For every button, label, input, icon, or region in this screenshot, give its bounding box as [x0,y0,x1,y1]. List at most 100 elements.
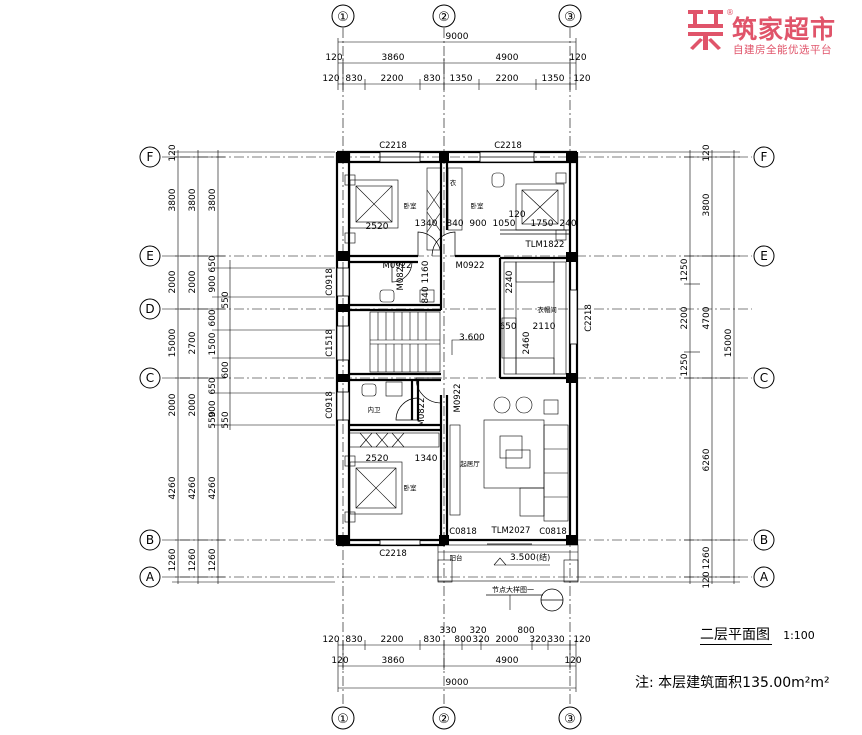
dimension-label: 120 [322,635,339,645]
axis-bubbles [139,4,775,730]
door-label: M0822 [417,398,427,427]
axis-bubble-1-top [331,4,355,28]
dimension-label: 1750 [531,219,554,229]
room-label: 衣帽间 [537,305,557,314]
axis-label-row-b-right: B [760,533,768,547]
stair [369,311,482,373]
dimension-label: 330 [439,626,456,636]
dimension-label: 2700 [188,331,198,354]
dimension-label: 2000 [168,270,178,293]
dimension-label: 120 [573,635,590,645]
dimension-label: 120 [331,656,348,666]
area-note: 注: 本层建筑面积135.00m²m² [635,675,830,691]
axis-label-col-2-bottom: ② [438,712,450,727]
brand-registered-mark: ® [726,8,734,17]
axis-label-row-e: E [146,249,154,263]
dimension-label: 120 [573,74,590,84]
dimension-label: 3800 [188,188,198,211]
dimension-label: 1260 [208,548,218,571]
dimension-label: 120 [322,74,339,84]
dimension-label: 550 [208,411,218,428]
drawing-scale: 1:100 [783,629,815,642]
dimension-label: 4260 [168,476,178,499]
room-label: 卧室 [471,201,485,210]
door-label: TLM1822 [525,240,565,250]
walls [335,150,579,547]
dim-bottom-total: 9000 [446,678,469,688]
right-dimensions [580,150,740,584]
axis-bubble-2-bottom [432,706,456,730]
dimension-label: 4260 [188,476,198,499]
door-label: M0922 [383,261,412,271]
room-label: 起居厅 [460,460,480,468]
room-label: 卧室 [404,201,418,210]
dim-right-total: 15000 [724,328,734,357]
axis-bubble-2-top [432,4,456,28]
dimension-label: 840 [421,286,431,303]
dimension-label: 900 [469,219,486,229]
windows [336,151,578,546]
door-label: M0922 [456,261,485,271]
axis-label-row-f-right: F [761,150,768,164]
dimension-label: 2520 [366,454,389,464]
title-underline [700,644,772,645]
dimension-label: 120 [702,571,712,588]
axis-bubble-3-bottom [558,706,582,730]
axis-label-row-a: A [146,570,155,584]
dimension-label: 1050 [493,219,516,229]
room-label: 阳台 [450,553,463,562]
axis-label-col-2: ② [438,10,450,25]
bottom-dimensions [337,640,577,692]
window-label: C2218 [494,141,522,151]
axis-label-col-3: ③ [564,10,576,25]
dimension-label: 240 [559,219,576,229]
dimension-label: 650 [208,377,218,394]
dimension-label: 1340 [415,454,438,464]
doors [391,229,570,545]
dimension-label: 6260 [702,448,712,471]
axis-label-row-a-right: A [760,570,769,584]
columns [337,152,577,545]
dimension-label: 3860 [382,656,405,666]
axis-label-row-d: D [145,302,154,316]
dimension-label: 650 [499,322,516,332]
axis-label-col-3-bottom: ③ [564,712,576,727]
dimension-label: 1500 [208,332,218,355]
axis-bubble-1-bottom [331,706,355,730]
window-label: C2218 [584,304,594,332]
room-label: 内卫 [368,405,382,414]
dimension-label: 650 [208,255,218,272]
dimension-label: 900 [208,275,218,292]
dimension-label: 1260 [188,548,198,571]
brand-logo: ® 筑家超市 自建房全能优选平台 [686,8,856,60]
dimension-label: 120 [508,210,525,220]
dimension-label: 1340 [415,219,438,229]
axis-label-row-c: C [146,371,154,385]
dimension-label: 830 [423,635,440,645]
dimension-label: 120 [564,656,581,666]
dimension-label: 120 [325,53,342,63]
dimension-label: 840 [446,219,463,229]
dimension-label: 4900 [496,53,519,63]
dimension-label: 3800 [208,188,218,211]
axis-label-row-b: B [146,533,154,547]
furniture [344,167,579,583]
dimension-label: 1160 [421,260,431,283]
top-dimensions [337,38,577,90]
dimension-label: 2460 [522,331,532,354]
dimension-label: 330 [547,635,564,645]
dimension-label: (结) [536,552,550,562]
dimension-label: 800 [454,635,471,645]
dimension-label: 830 [345,635,362,645]
dimension-label: 550 [221,291,231,308]
dimension-label: 320 [472,635,489,645]
dimension-label: 4260 [208,476,218,499]
dimension-label: 4900 [496,656,519,666]
dimension-label: 2000 [188,393,198,416]
dimension-label: 120 [702,144,712,161]
drawing-title-block: 二层平面图 1:100 [700,624,815,645]
window-label: C2218 [379,549,407,559]
dimension-label: 2200 [680,306,690,329]
dimension-label: 2200 [381,635,404,645]
